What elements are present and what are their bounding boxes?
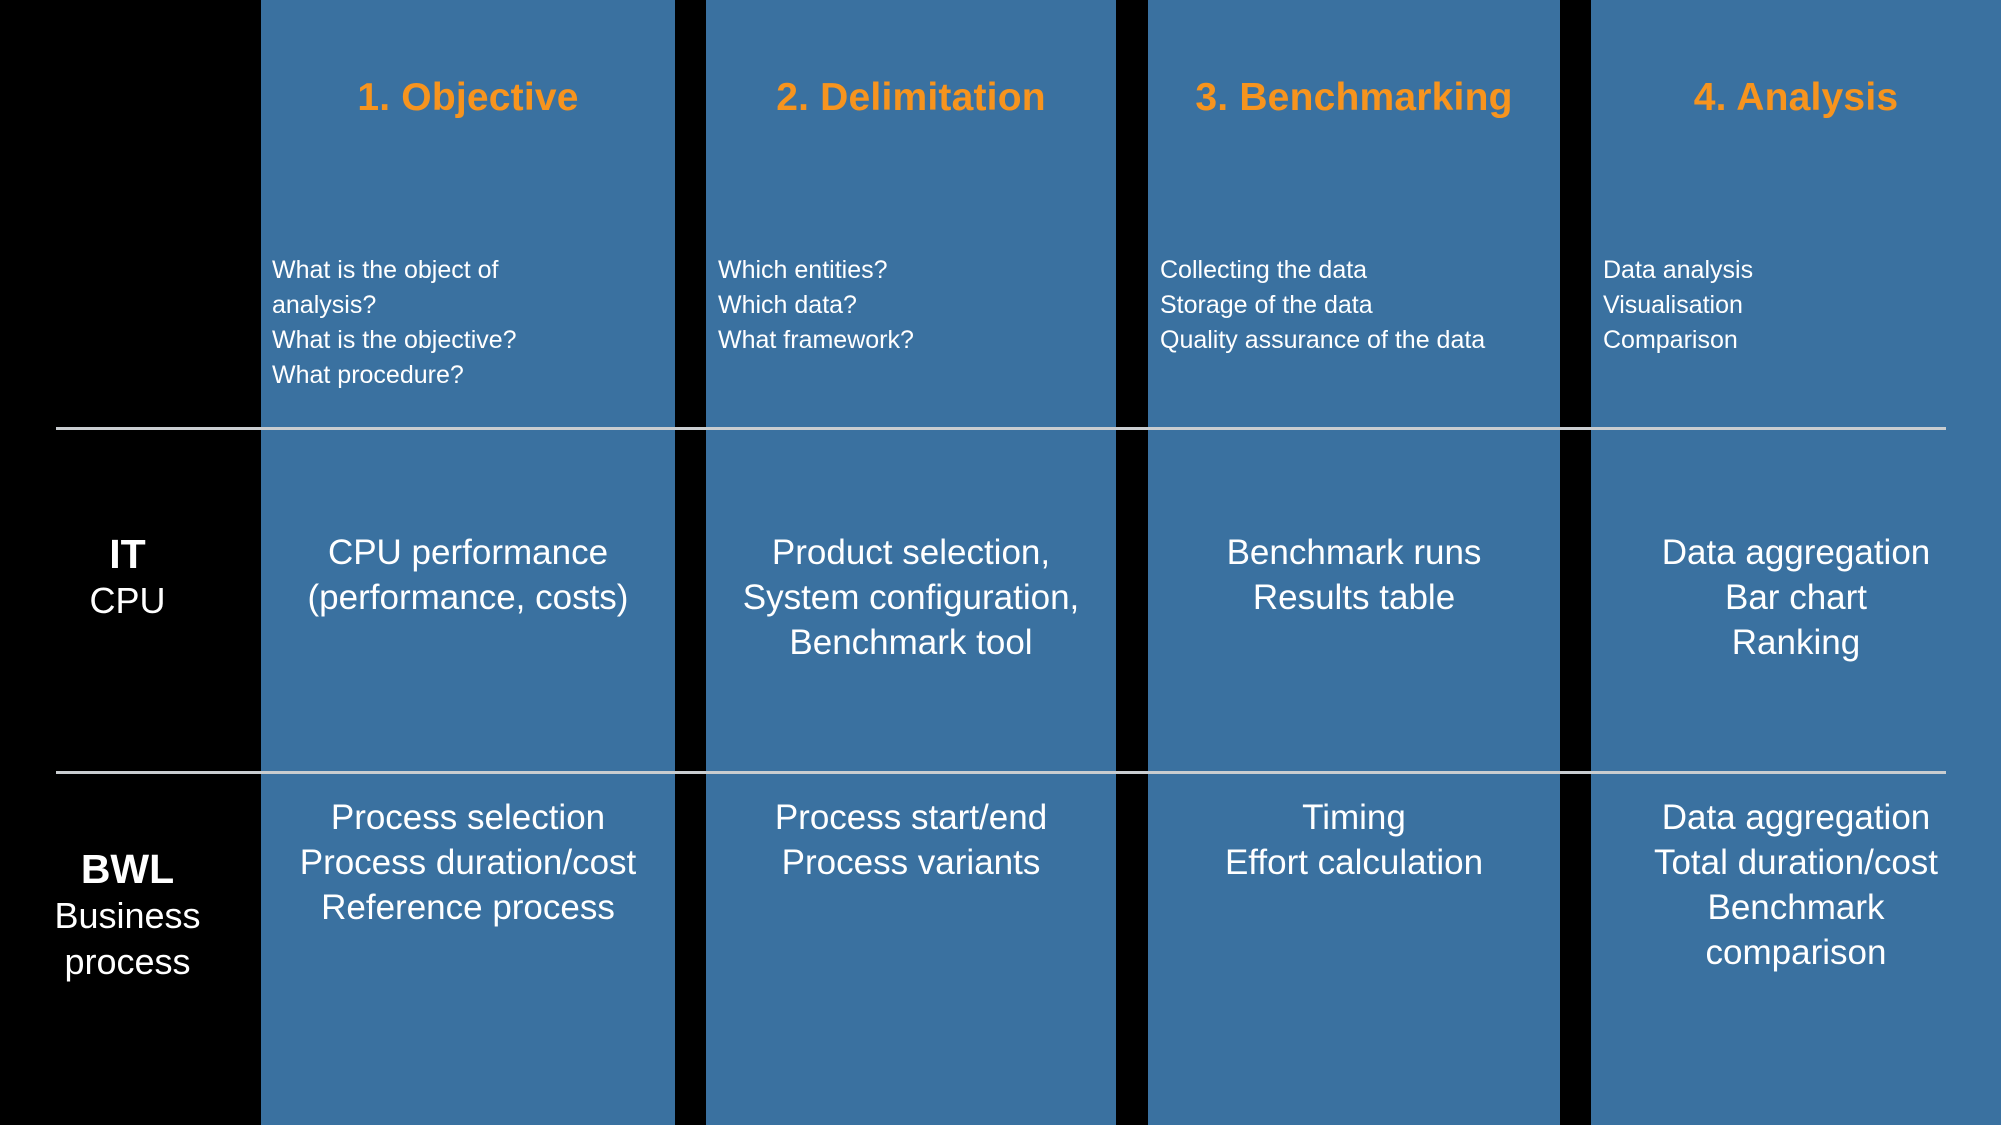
header-line: analysis?: [272, 291, 377, 319]
header-text-benchmarking: Collecting the data Storage of the data …: [1160, 253, 1485, 358]
cell-line: Data aggregation: [1661, 798, 1931, 837]
header-line: Comparison: [1603, 326, 1738, 354]
cell-bwl-analysis: Data aggregation Total duration/cost Ben…: [1591, 795, 2001, 975]
column-panel-delimitation: [706, 0, 1116, 1125]
cell-bwl-objective: Process selection Process duration/cost …: [261, 795, 675, 930]
cell-line: comparison: [1705, 933, 1887, 972]
row-label-abbr: IT: [109, 531, 146, 577]
header-line: Collecting the data: [1160, 256, 1368, 284]
header-line: Which data?: [718, 291, 857, 319]
column-panel-benchmarking: [1148, 0, 1560, 1125]
header-line: What procedure?: [272, 361, 464, 389]
row-label-sub: CPU: [89, 580, 166, 621]
column-title-delimitation: 2. Delimitation: [776, 76, 1046, 119]
column-title-objective: 1. Objective: [357, 76, 579, 119]
row-label-bwl: BWL Business process: [0, 845, 255, 985]
cell-bwl-delimitation: Process start/end Process variants: [700, 795, 1122, 885]
cell-it-benchmarking: Benchmark runs Results table: [1148, 530, 1560, 620]
cell-line: Process duration/cost: [299, 843, 637, 882]
header-line: What is the objective?: [272, 326, 517, 354]
column-panel-objective: [261, 0, 675, 1125]
cell-line: Process start/end: [774, 798, 1048, 837]
header-line: Which entities?: [718, 256, 888, 284]
header-line: Storage of the data: [1160, 291, 1373, 319]
cell-line: Data aggregation: [1661, 533, 1931, 572]
cell-line: Benchmark runs: [1226, 533, 1482, 572]
column-title-analysis: 4. Analysis: [1693, 76, 1899, 119]
header-text-analysis: Data analysis Visualisation Comparison: [1603, 253, 1753, 358]
cell-bwl-benchmarking: Timing Effort calculation: [1148, 795, 1560, 885]
header-line: Quality assurance of the data: [1160, 326, 1486, 354]
cell-line: Process variants: [781, 843, 1041, 882]
header-line: Data analysis: [1603, 256, 1754, 284]
cell-line: CPU performance: [327, 533, 609, 572]
cell-it-objective: CPU performance (performance, costs): [261, 530, 675, 620]
row-divider-lower: [56, 771, 1946, 774]
cell-line: Effort calculation: [1224, 843, 1484, 882]
header-line: Visualisation: [1603, 291, 1743, 319]
header-text-delimitation: Which entities? Which data? What framewo…: [718, 253, 914, 358]
row-label-sub: Business: [54, 895, 201, 936]
cell-line: Results table: [1252, 578, 1456, 617]
cell-line: Process selection: [330, 798, 606, 837]
header-line: What is the object of: [272, 256, 499, 284]
row-divider-upper: [56, 427, 1946, 430]
header-line: What framework?: [718, 326, 914, 354]
cell-line: Benchmark: [1707, 888, 1885, 927]
cell-line: Bar chart: [1725, 578, 1867, 617]
cell-line: Benchmark tool: [789, 623, 1033, 662]
cell-line: System configuration,: [742, 578, 1080, 617]
header-text-objective: What is the object of analysis? What is …: [272, 253, 517, 393]
row-label-abbr: BWL: [80, 846, 175, 892]
cell-line: Timing: [1302, 798, 1406, 837]
cell-line: (performance, costs): [307, 578, 629, 617]
row-label-sub: process: [64, 941, 191, 982]
row-label-it: IT CPU: [0, 530, 255, 624]
column-panel-analysis: [1591, 0, 2001, 1125]
cell-line: Product selection,: [771, 533, 1051, 572]
cell-it-analysis: Data aggregation Bar chart Ranking: [1591, 530, 2001, 665]
column-title-benchmarking: 3. Benchmarking: [1195, 76, 1513, 119]
cell-it-delimitation: Product selection, System configuration,…: [700, 530, 1122, 665]
cell-line: Ranking: [1731, 623, 1861, 662]
cell-line: Total duration/cost: [1653, 843, 1939, 882]
cell-line: Reference process: [321, 888, 615, 927]
